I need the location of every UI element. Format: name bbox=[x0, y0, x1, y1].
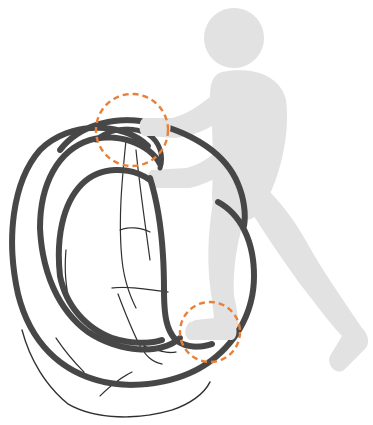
tent-fabric-fold-3 bbox=[112, 287, 168, 292]
person-foot bbox=[186, 322, 237, 340]
person-hand bbox=[140, 118, 171, 136]
person-silhouette-icon bbox=[142, 8, 369, 372]
person-head bbox=[204, 8, 264, 68]
tent-fabric-fold-2 bbox=[118, 294, 162, 364]
person-right-leg bbox=[244, 190, 368, 372]
